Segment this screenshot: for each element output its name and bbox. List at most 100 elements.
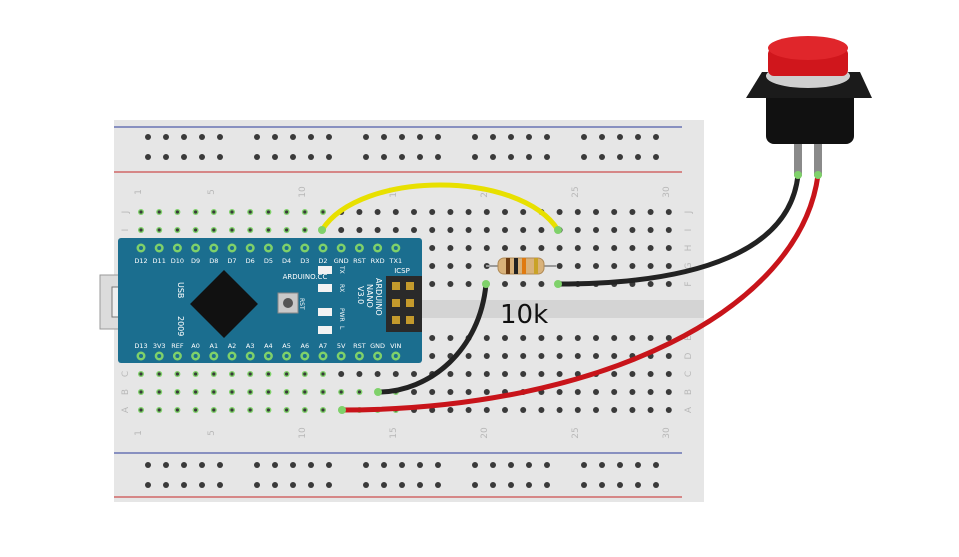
row-label: C — [121, 371, 131, 377]
breadboard-hole — [502, 281, 508, 287]
breadboard-hole — [611, 335, 618, 341]
breadboard-hole — [429, 389, 436, 395]
rail-hole — [399, 462, 405, 468]
rail-hole — [490, 462, 496, 468]
nano-pin-hole — [230, 354, 234, 358]
breadboard-hole — [574, 389, 581, 395]
breadboard-hole — [629, 407, 636, 413]
breadboard-hole-center — [175, 210, 179, 214]
nano-model-line-2: NANO — [365, 284, 374, 308]
breadboard-hole — [411, 371, 417, 377]
breadboard-hole — [574, 407, 581, 413]
breadboard-hole — [520, 281, 527, 287]
rail-hole — [653, 482, 659, 488]
nano-pin-label: A1 — [210, 342, 219, 350]
rail-hole — [435, 134, 441, 140]
rail-hole — [544, 462, 550, 468]
breadboard-hole-center — [175, 228, 179, 232]
nano-pin-label: D11 — [153, 257, 166, 265]
breadboard-hole — [665, 209, 672, 215]
rail-hole — [290, 482, 296, 488]
breadboard-hole-center — [175, 408, 179, 412]
breadboard-hole — [593, 353, 599, 359]
rail-hole — [145, 482, 151, 488]
breadboard-hole — [611, 353, 618, 359]
breadboard-hole — [593, 407, 599, 413]
nano-pin-label: D5 — [264, 257, 273, 265]
pushbutton — [746, 36, 872, 176]
nano-rst-label: RST — [298, 298, 305, 310]
row-label: B — [121, 389, 131, 395]
microcontroller-chip — [190, 270, 258, 338]
nano-pin-label: D10 — [171, 257, 184, 265]
nano-pin-hole — [339, 354, 344, 358]
breadboard-hole — [447, 335, 454, 341]
breadboard-hole — [374, 209, 381, 215]
rail-hole — [199, 462, 205, 468]
rail-hole — [508, 462, 514, 468]
nano-pin-label: 5V — [337, 342, 346, 350]
rail-hole — [308, 154, 314, 160]
rail-hole — [217, 154, 223, 160]
column-label: 5 — [207, 189, 217, 195]
nano-pin-label: TX1 — [389, 257, 403, 265]
breadboard-hole — [611, 263, 618, 269]
breadboard-hole — [356, 371, 363, 377]
breadboard-hole — [429, 335, 436, 341]
breadboard-hole — [538, 335, 545, 341]
nano-led — [318, 266, 332, 274]
breadboard-hole — [556, 371, 563, 377]
rail-hole — [417, 134, 423, 140]
nano-pin-hole — [321, 246, 325, 250]
breadboard-hole — [392, 371, 399, 377]
breadboard-hole-center — [303, 408, 307, 412]
nano-pin-label: D7 — [227, 257, 236, 265]
breadboard-hole-center — [212, 408, 216, 412]
column-label: 25 — [571, 186, 581, 197]
breadboard-hole — [629, 335, 636, 341]
breadboard-hole-center — [303, 372, 307, 376]
breadboard-hole-center — [321, 372, 325, 376]
column-label: 10 — [298, 427, 308, 439]
breadboard-hole — [611, 227, 618, 233]
nano-pin-hole — [193, 246, 198, 250]
breadboard-hole-center — [139, 408, 143, 412]
breadboard-hole-center — [248, 408, 252, 412]
breadboard-hole — [447, 209, 454, 215]
breadboard-hole — [593, 263, 599, 269]
breadboard-hole — [665, 389, 672, 395]
rail-hole — [508, 154, 514, 160]
breadboard-hole — [520, 335, 527, 341]
icsp-pin — [392, 282, 400, 290]
breadboard-hole — [520, 227, 527, 233]
yellow-wire — [319, 182, 561, 233]
breadboard-hole — [538, 281, 545, 287]
breadboard-hole — [429, 407, 436, 413]
breadboard-hole — [356, 209, 363, 215]
column-label: 5 — [207, 430, 217, 436]
nano-pin-label: D2 — [318, 257, 327, 265]
rail-hole — [435, 482, 441, 488]
breadboard-hole-center — [194, 372, 198, 376]
rail-hole — [635, 134, 641, 140]
breadboard-hole — [520, 371, 527, 377]
breadboard-hole — [538, 353, 545, 359]
breadboard-hole — [447, 407, 454, 413]
row-label: F — [684, 281, 694, 286]
wire-endpoint — [554, 280, 562, 288]
rail-hole — [381, 134, 387, 140]
rail-hole — [417, 482, 423, 488]
breadboard-hole-center — [266, 408, 270, 412]
breadboard-hole-center — [157, 390, 161, 394]
row-label: D — [684, 352, 694, 359]
nano-pin-hole — [375, 354, 380, 358]
breadboard-hole — [429, 245, 436, 251]
wire-endpoint — [338, 406, 346, 414]
row-label: H — [684, 245, 694, 252]
breadboard-hole — [447, 371, 454, 377]
breadboard-hole-center — [248, 372, 252, 376]
nano-pin-label: A7 — [319, 342, 328, 350]
breadboard-hole — [429, 263, 436, 269]
rail-hole — [290, 154, 296, 160]
rail-hole — [363, 154, 369, 160]
